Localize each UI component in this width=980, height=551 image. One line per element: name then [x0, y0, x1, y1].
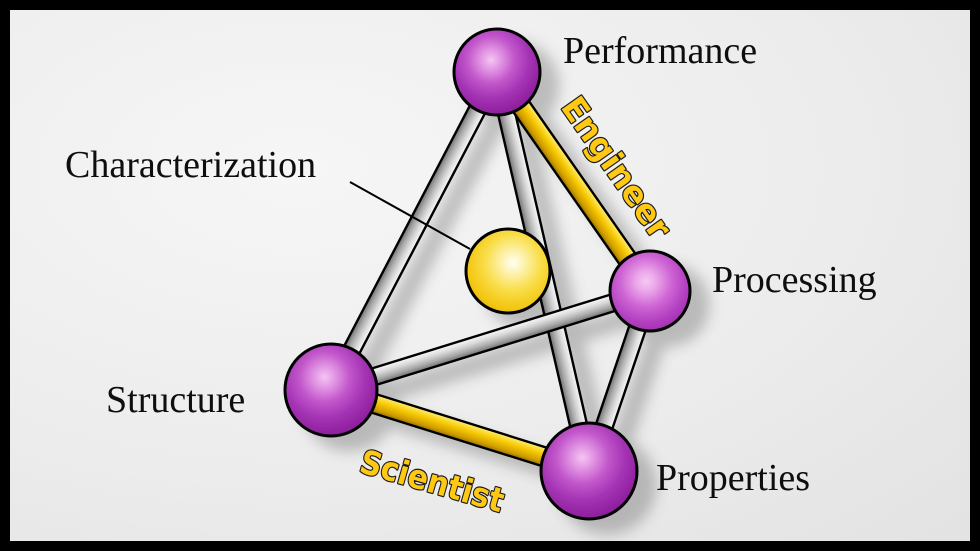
- characterization-sphere: [464, 227, 552, 315]
- processing-sphere: [608, 249, 692, 333]
- characterization-label: Characterization: [65, 144, 316, 186]
- processing-label: Processing: [712, 259, 877, 301]
- properties-sphere: [539, 421, 639, 521]
- performance-label: Performance: [563, 30, 757, 72]
- structure-sphere: [283, 342, 379, 438]
- structure-label: Structure: [106, 379, 245, 421]
- performance-sphere: [452, 27, 542, 117]
- characterization-pointer-line: [349, 181, 471, 250]
- tetrahedron-molecule: [283, 27, 692, 521]
- properties-label: Properties: [656, 457, 810, 499]
